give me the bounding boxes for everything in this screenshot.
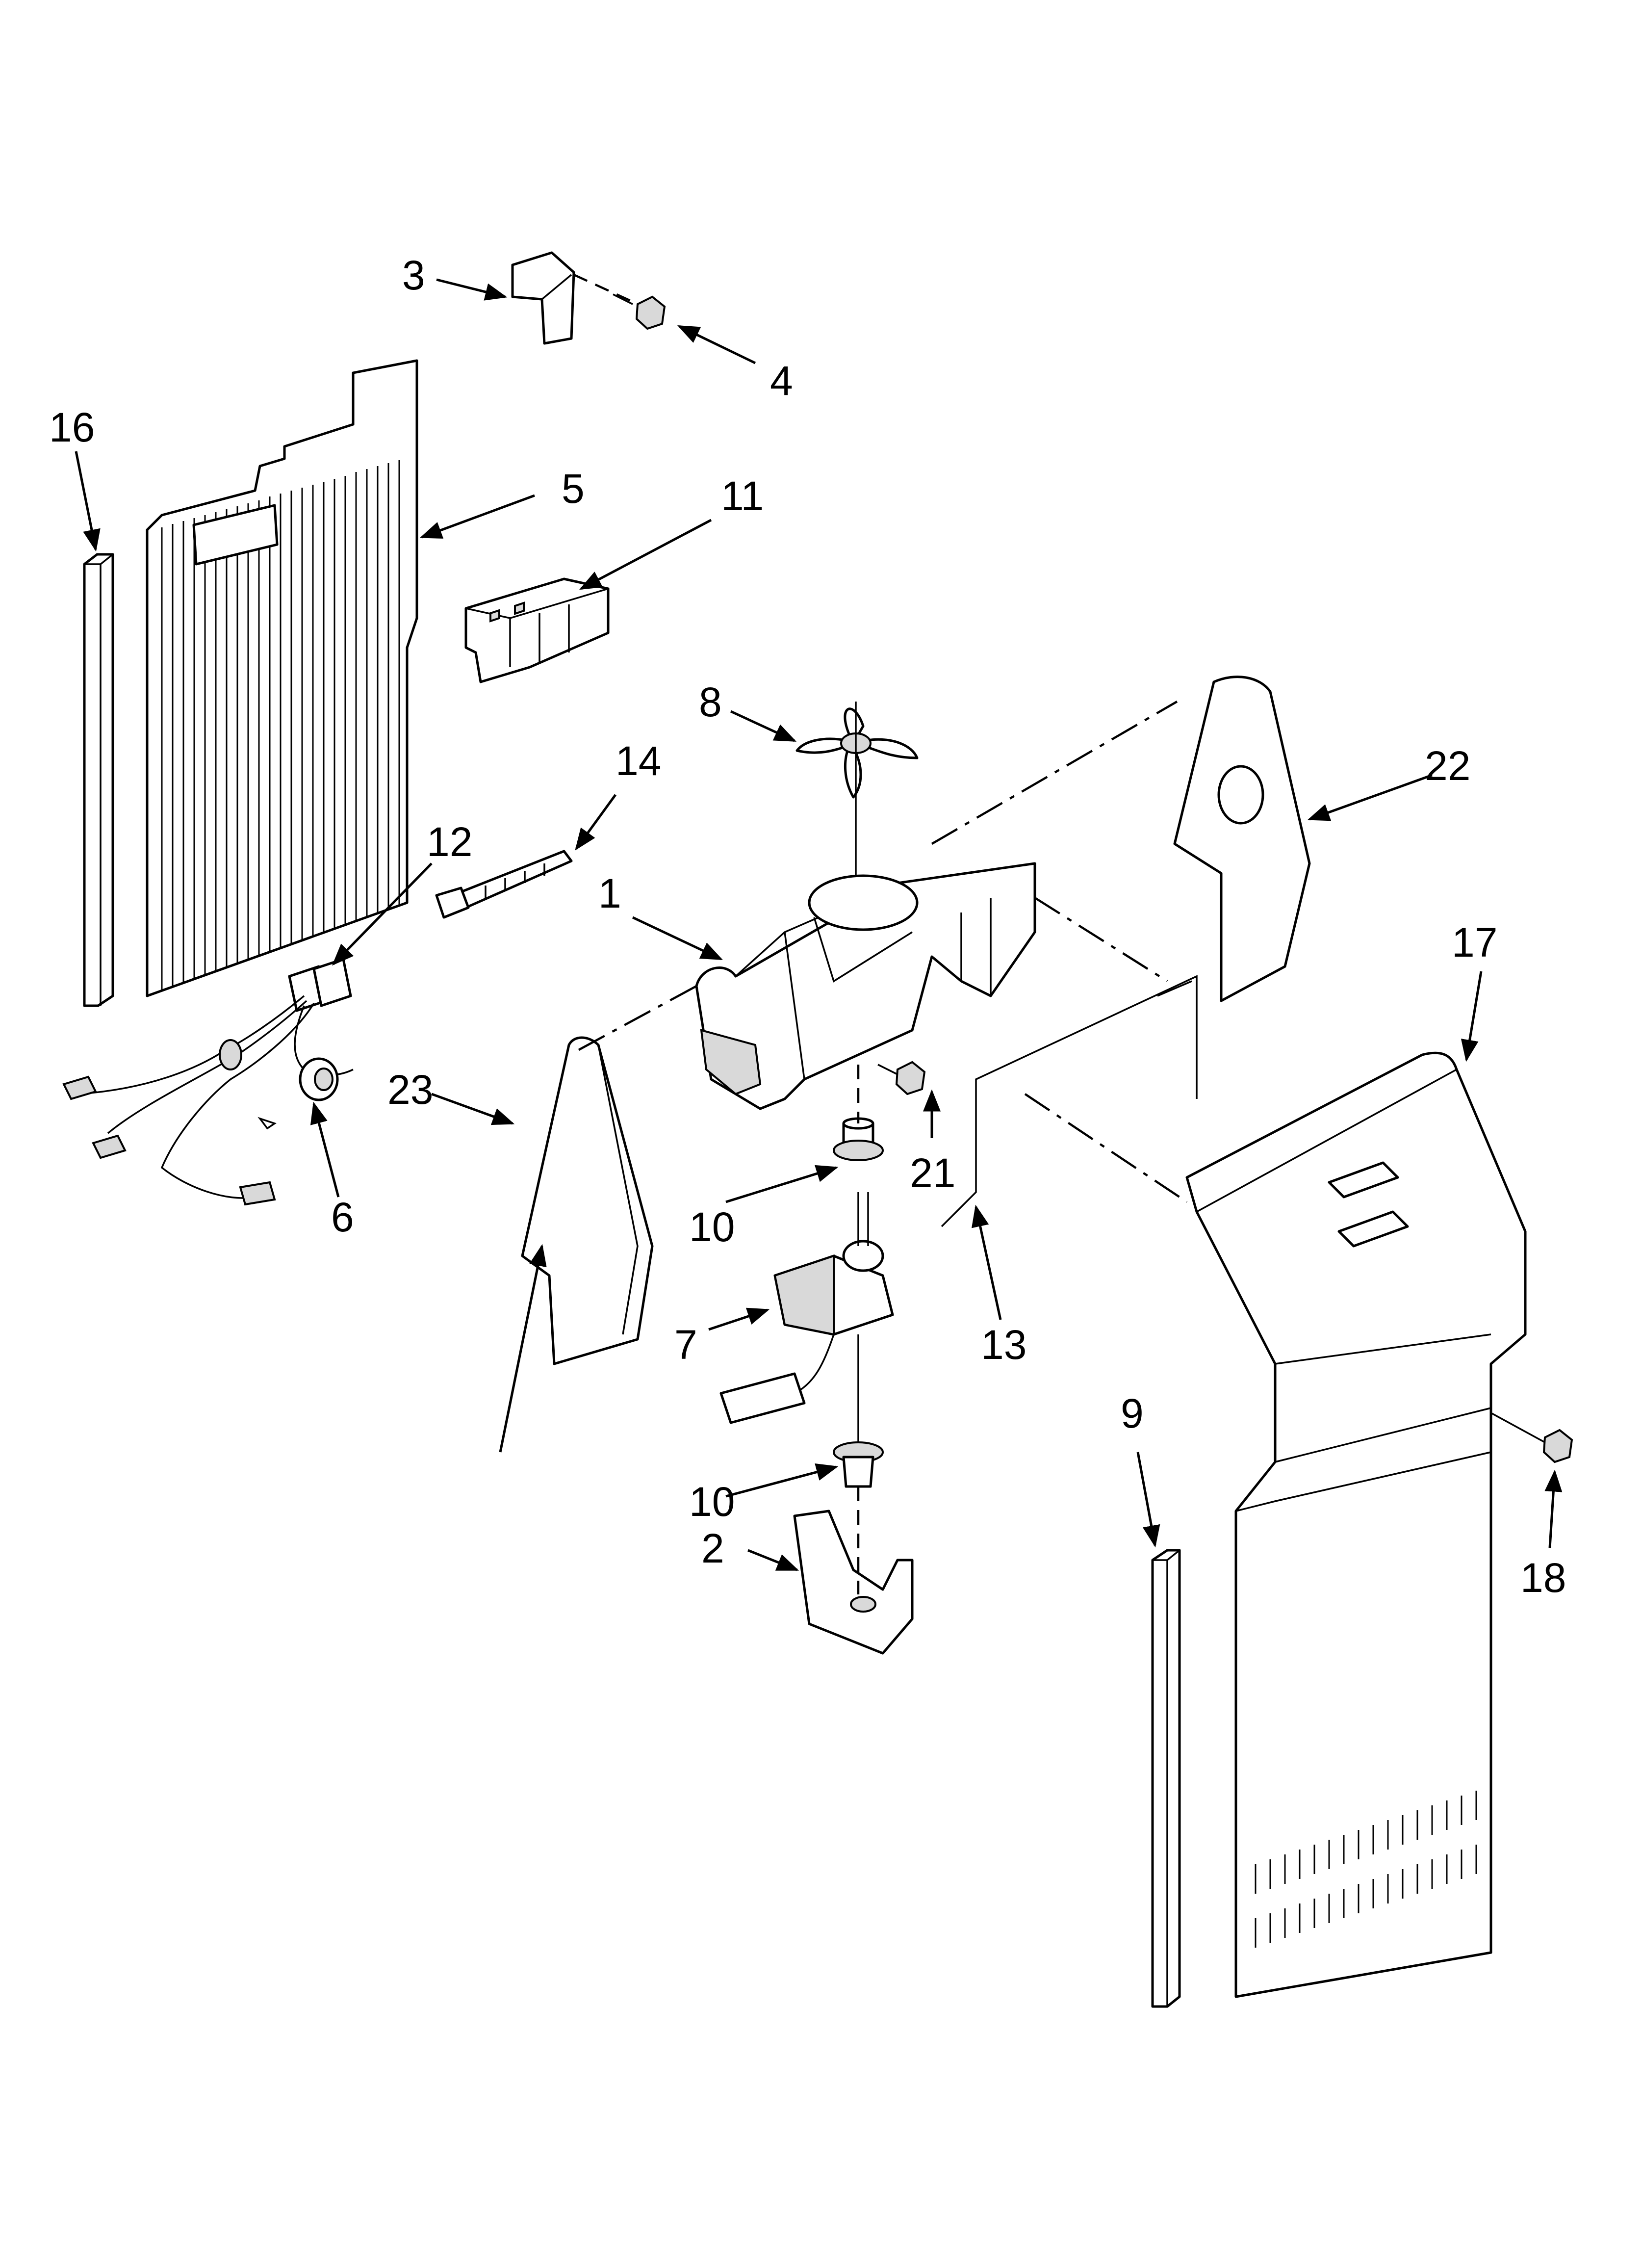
callout-12: 12: [427, 819, 472, 865]
callout-10-upper: 10: [689, 1204, 735, 1250]
part-16-strip: [83, 553, 114, 1007]
part-2-motor-bracket: [793, 1510, 914, 1655]
part-13-wire-rod: [941, 975, 1198, 1227]
callout-10-lower: 10: [689, 1479, 735, 1525]
part-5-ribbed-panel: [146, 359, 418, 997]
part-14-cable-tie: [435, 850, 573, 919]
callout-21: 21: [910, 1150, 955, 1196]
callout-17: 17: [1452, 919, 1497, 965]
callout-2: 2: [701, 1525, 724, 1571]
guide-line-1-17: [1024, 1093, 1188, 1203]
callout-labels: 3 4 16 5 11 8 14 22 12 1 17 23 21 6 10 7…: [49, 252, 1566, 1601]
part-21-screw: [877, 1061, 926, 1095]
part-17-air-tower: [1185, 1051, 1527, 1998]
guide-line-23-1: [578, 985, 697, 1051]
part-22-duct-panel: [1173, 676, 1311, 1002]
callout-13: 13: [981, 1322, 1026, 1368]
part-6-grommet: [299, 1057, 339, 1101]
callout-16: 16: [49, 404, 95, 450]
guide-line-3-4: [573, 273, 633, 303]
callout-7: 7: [674, 1322, 697, 1368]
part-18-screw: [1490, 1412, 1573, 1463]
part-1-fan-housing: [695, 862, 1036, 1110]
part-12-wire-harness: [62, 958, 354, 1206]
callout-9: 9: [1121, 1390, 1144, 1436]
callout-23: 23: [387, 1067, 433, 1113]
part-23-duct-panel: [521, 1036, 654, 1365]
callout-6: 6: [331, 1194, 354, 1240]
callout-11: 11: [721, 473, 764, 519]
callout-8: 8: [699, 679, 722, 725]
callout-4: 4: [770, 358, 793, 404]
guide-line-1-22-bottom: [1034, 897, 1168, 982]
part-10-bushing-lower: [833, 1441, 884, 1488]
callout-18: 18: [1520, 1555, 1566, 1601]
callout-5: 5: [562, 466, 585, 512]
part-11-bracket: [464, 577, 610, 683]
callout-14: 14: [616, 738, 661, 784]
callout-22: 22: [1425, 743, 1470, 789]
part-4-screw: [613, 293, 666, 330]
part-9-strip: [1151, 1549, 1181, 2008]
part-8-fan-blade: [795, 707, 919, 799]
callout-1: 1: [598, 870, 621, 916]
leader-lines: [75, 278, 1563, 1571]
guide-line-1-22-top: [931, 701, 1178, 845]
part-7-motor: [719, 1192, 894, 1452]
part-3-bracket: [511, 251, 575, 345]
callout-3: 3: [402, 252, 425, 298]
part-10-bushing-upper: [833, 1117, 884, 1161]
